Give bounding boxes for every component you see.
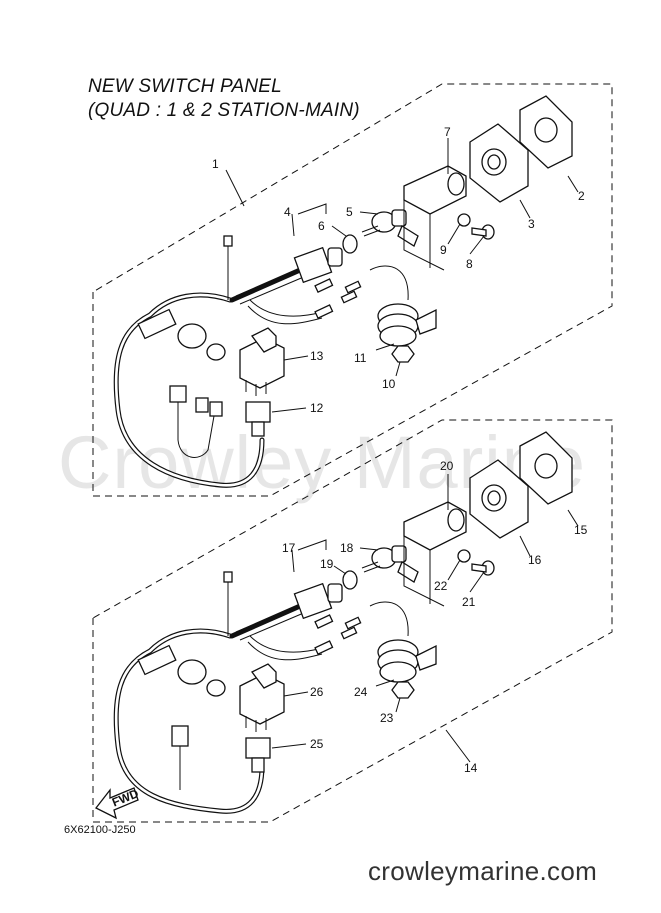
plug-cluster-upper bbox=[137, 308, 226, 361]
callout-1: 1 bbox=[212, 157, 219, 171]
nut-lower bbox=[391, 681, 415, 699]
wire-harness-lower bbox=[113, 591, 334, 814]
washer-upper bbox=[457, 213, 471, 227]
callout-8: 8 bbox=[466, 257, 473, 271]
small-connector-upper-b bbox=[195, 397, 209, 413]
callout-6: 6 bbox=[318, 219, 325, 233]
callout-5: 5 bbox=[346, 205, 353, 219]
fwd-arrow: FWD bbox=[95, 786, 141, 820]
callout-19: 19 bbox=[320, 557, 334, 571]
switch-panel-plate-upper bbox=[469, 123, 529, 203]
screw-lower bbox=[471, 560, 495, 576]
callout-24: 24 bbox=[354, 685, 368, 699]
cable-tie-lower bbox=[223, 571, 233, 636]
leader-lines-upper bbox=[225, 138, 579, 413]
site-url: crowleymarine.com bbox=[368, 856, 598, 886]
callout-12: 12 bbox=[310, 401, 324, 415]
ring-nut-upper bbox=[342, 234, 358, 254]
wire-harness-upper bbox=[113, 255, 334, 488]
key-switch-lower bbox=[361, 545, 419, 583]
diagram-subtitle: (QUAD : 1 & 2 STATION-MAIN) bbox=[88, 100, 360, 121]
connector-upper bbox=[245, 401, 271, 437]
cable-tie-upper bbox=[223, 235, 233, 300]
callout-26: 26 bbox=[310, 685, 324, 699]
callout-21: 21 bbox=[462, 595, 476, 609]
mounting-bracket-lower bbox=[403, 501, 467, 607]
key-switch-upper bbox=[361, 209, 419, 247]
callout-15: 15 bbox=[574, 523, 588, 537]
small-connector-lower bbox=[171, 725, 189, 747]
gasket-upper bbox=[519, 95, 573, 169]
callout-23: 23 bbox=[380, 711, 394, 725]
connector-lower bbox=[245, 737, 271, 773]
callouts-lower: 14 15 16 17 18 19 20 21 22 23 24 25 26 bbox=[282, 459, 588, 775]
small-connector-upper-a bbox=[169, 385, 187, 403]
relay-upper bbox=[239, 327, 285, 396]
buzzer-lower bbox=[340, 601, 437, 683]
part-code: 6X62100-J250 bbox=[64, 824, 136, 836]
nut-upper bbox=[391, 345, 415, 363]
mounting-bracket-upper bbox=[403, 165, 467, 271]
upper-assembly: 1 2 3 4 5 6 7 8 9 10 11 12 13 bbox=[92, 83, 613, 497]
buzzer-upper bbox=[340, 265, 437, 347]
plug-cluster-lower bbox=[137, 644, 226, 697]
callout-2: 2 bbox=[578, 189, 585, 203]
callout-4: 4 bbox=[284, 205, 291, 219]
callout-11: 11 bbox=[354, 351, 367, 365]
callout-16: 16 bbox=[528, 553, 542, 567]
callouts-upper: 1 2 3 4 5 6 7 8 9 10 11 12 13 bbox=[212, 125, 585, 415]
diagram-title: NEW SWITCH PANEL bbox=[88, 76, 282, 97]
relay-lower bbox=[239, 663, 285, 732]
washer-lower bbox=[457, 549, 471, 563]
callout-10: 10 bbox=[382, 377, 396, 391]
lower-assembly: FWD 14 15 16 17 18 19 20 21 22 bbox=[92, 419, 613, 823]
ring-nut-lower bbox=[342, 570, 358, 590]
callout-9: 9 bbox=[440, 243, 447, 257]
gasket-lower bbox=[519, 431, 573, 505]
small-connector-upper-c bbox=[209, 401, 223, 417]
fwd-label: FWD bbox=[110, 786, 141, 809]
callout-22: 22 bbox=[434, 579, 448, 593]
callout-7: 7 bbox=[444, 125, 451, 139]
callout-18: 18 bbox=[340, 541, 354, 555]
switch-panel-plate-lower bbox=[469, 459, 529, 539]
callout-13: 13 bbox=[310, 349, 324, 363]
leader-lines-lower bbox=[271, 474, 579, 763]
screw-upper bbox=[471, 224, 495, 240]
callout-25: 25 bbox=[310, 737, 324, 751]
callout-14: 14 bbox=[464, 761, 478, 775]
callout-20: 20 bbox=[440, 459, 454, 473]
callout-3: 3 bbox=[528, 217, 535, 231]
callout-17: 17 bbox=[282, 541, 296, 555]
